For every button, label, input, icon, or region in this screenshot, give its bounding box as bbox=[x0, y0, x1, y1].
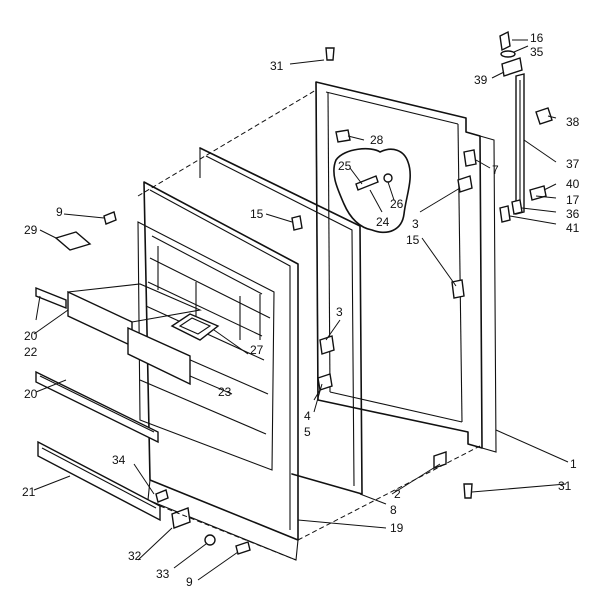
shelf-rail-upper bbox=[35, 286, 67, 310]
label-34: 34 bbox=[112, 453, 126, 467]
label-27: 27 bbox=[250, 343, 264, 357]
label-29: 29 bbox=[24, 223, 38, 237]
label-40: 40 bbox=[566, 177, 580, 191]
butter-compartment bbox=[170, 313, 220, 341]
label-2: 2 bbox=[394, 487, 401, 501]
label-7: 7 bbox=[492, 163, 499, 177]
label-31-bottom: 31 bbox=[558, 479, 572, 493]
label-39: 39 bbox=[474, 73, 488, 87]
shelf-rail-21 bbox=[37, 440, 161, 522]
alignment-lines bbox=[137, 89, 481, 561]
label-17: 17 bbox=[566, 193, 580, 207]
hinge-bar bbox=[515, 73, 525, 215]
label-15-right: 15 bbox=[406, 233, 420, 247]
label-36: 36 bbox=[566, 207, 580, 221]
door-shelf-23 bbox=[127, 326, 191, 386]
label-3-middle: 3 bbox=[336, 305, 343, 319]
label-41: 41 bbox=[566, 221, 580, 235]
label-31-top: 31 bbox=[270, 59, 284, 73]
label-22: 22 bbox=[24, 345, 38, 359]
label-1: 1 bbox=[570, 457, 577, 471]
label-21: 21 bbox=[22, 485, 36, 499]
outer-door-panel bbox=[315, 81, 497, 453]
panel-hinge-parts bbox=[291, 129, 477, 469]
part-labels: 31 16 35 39 38 37 7 40 17 36 41 3 15 28 … bbox=[22, 31, 580, 589]
door-stop-assembly bbox=[333, 147, 411, 234]
leader-lines bbox=[33, 39, 569, 581]
label-3-right: 3 bbox=[412, 217, 419, 231]
label-19: 19 bbox=[390, 521, 404, 535]
label-4: 4 bbox=[304, 409, 311, 423]
label-38: 38 bbox=[566, 115, 580, 129]
label-20-lower: 20 bbox=[24, 387, 38, 401]
label-5: 5 bbox=[304, 425, 311, 439]
shelf-rail-lower bbox=[35, 370, 159, 444]
hinge-hardware bbox=[499, 30, 553, 223]
label-8: 8 bbox=[390, 503, 397, 517]
label-32: 32 bbox=[128, 549, 142, 563]
label-16: 16 bbox=[530, 31, 544, 45]
label-24: 24 bbox=[376, 215, 390, 229]
label-37: 37 bbox=[566, 157, 580, 171]
label-9-bottom: 9 bbox=[186, 575, 193, 589]
label-15-left: 15 bbox=[250, 207, 264, 221]
liner-gasket bbox=[199, 147, 363, 495]
label-25: 25 bbox=[338, 159, 352, 173]
label-9-top: 9 bbox=[56, 205, 63, 219]
label-card bbox=[54, 231, 92, 251]
label-20-upper: 20 bbox=[24, 329, 38, 343]
label-35: 35 bbox=[530, 45, 544, 59]
label-23: 23 bbox=[218, 385, 232, 399]
label-26: 26 bbox=[390, 197, 404, 211]
label-33: 33 bbox=[156, 567, 170, 581]
label-28: 28 bbox=[370, 133, 384, 147]
